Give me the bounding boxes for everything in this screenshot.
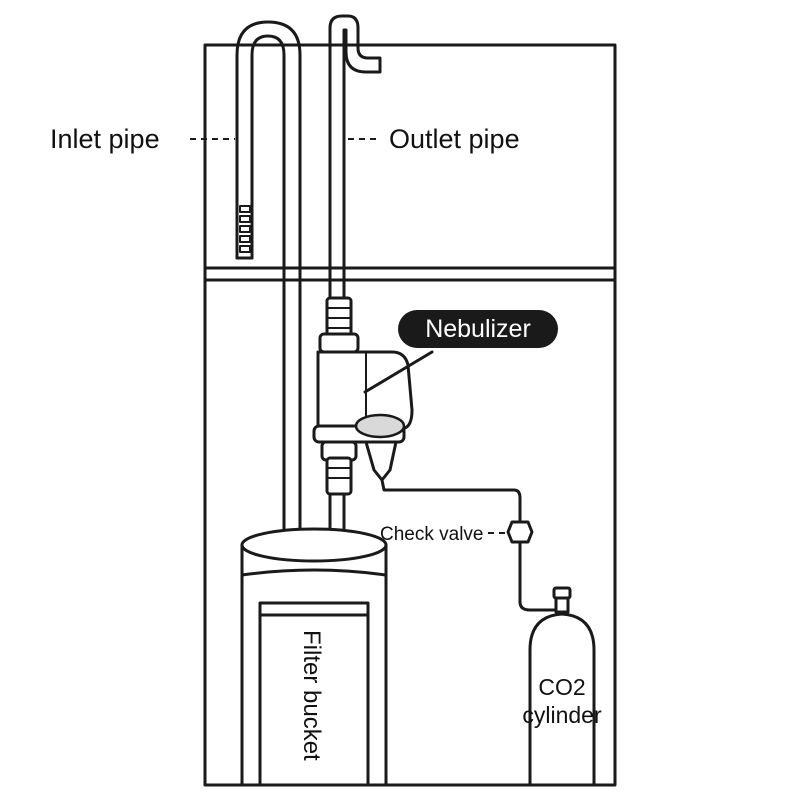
filter-bucket-label: Filter bucket: [298, 630, 325, 761]
nebulizer-leader: [363, 350, 434, 394]
nebulizer-badge: [398, 310, 558, 348]
co2-valve-stem: [554, 596, 570, 614]
inlet-pipe-outer: [235, 20, 302, 537]
filter-bucket-rim: [240, 568, 388, 577]
check-valve-body: [506, 520, 534, 544]
inlet-pipe-inner: [250, 34, 286, 537]
co2-cylinder-body: [528, 612, 596, 787]
co2-tube-lower: [518, 540, 562, 612]
aquarium-tank: [203, 43, 617, 787]
filter-bucket-sides: [240, 543, 388, 787]
co2-label-line1: CO2: [538, 674, 585, 700]
nebulizer-device: [312, 296, 414, 537]
co2-tube-upper: [380, 478, 522, 524]
tank-outline: [203, 43, 617, 787]
nebulizer-lower-coupling: [325, 456, 353, 496]
outlet-pipe-label: Outlet pipe: [389, 124, 520, 154]
co2-label-line2: cylinder: [522, 702, 602, 728]
filter-bucket-window: [258, 601, 370, 787]
inlet-strainer: [239, 205, 251, 253]
filter-bucket-lid: [240, 527, 388, 563]
check-valve-label: Check valve: [380, 524, 484, 545]
filter-bucket: [240, 527, 388, 787]
inlet-pipe: [235, 20, 302, 537]
inlet-pipe-label: Inlet pipe: [50, 124, 160, 154]
co2-tubing: [380, 478, 562, 612]
outlet-pipe: [328, 14, 382, 302]
nebulizer-label: Nebulizer: [425, 315, 531, 343]
check-valve: [488, 520, 534, 544]
co2-cylinder: [528, 586, 596, 787]
nebulizer-diffuser-disc: [354, 413, 406, 439]
nebulizer-co2-nozzle: [364, 440, 398, 482]
nebulizer-upper-nut: [318, 332, 360, 354]
outlet-pipe-outer: [328, 14, 382, 302]
